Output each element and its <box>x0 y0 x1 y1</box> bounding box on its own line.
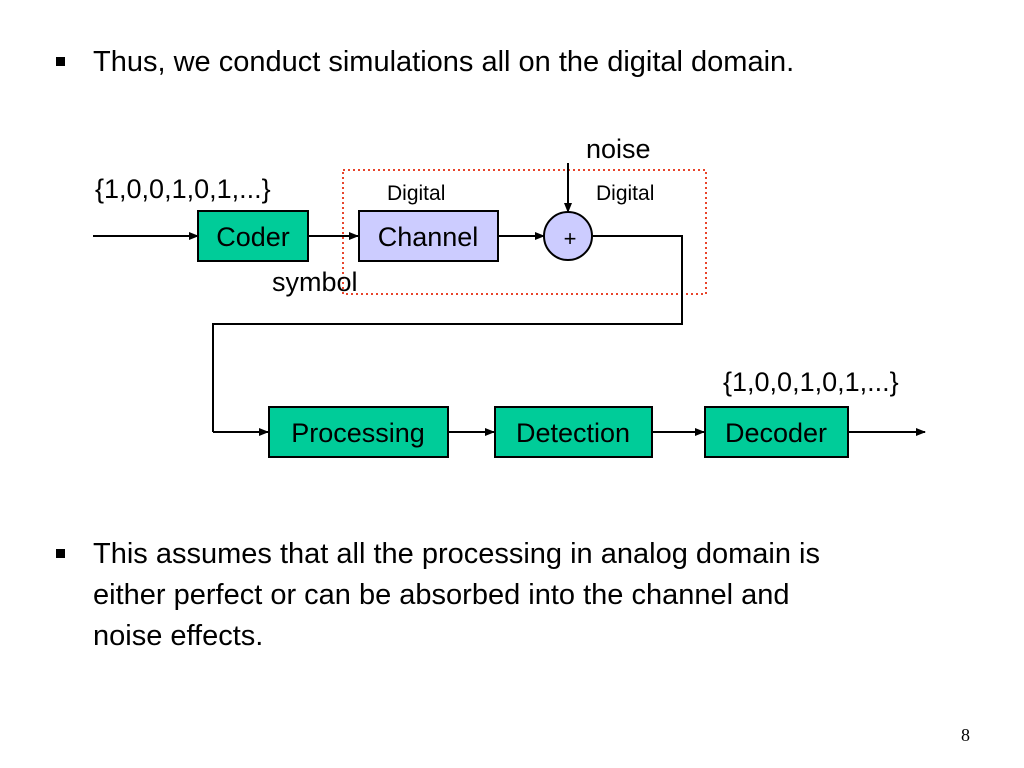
digital-label-left: Digital <box>387 182 445 205</box>
processing-block <box>268 406 449 458</box>
bullet-2-line-2: either perfect or can be absorbed into t… <box>93 579 790 611</box>
decoder-block <box>704 406 849 458</box>
bullet-1-line: Thus, we conduct simulations all on the … <box>93 46 795 78</box>
bullet-marker-1 <box>56 57 65 66</box>
channel-block <box>358 210 499 262</box>
bullet-1: Thus, we conduct simulations all on the … <box>93 42 794 83</box>
bullet-2: This assumes that all the processing in … <box>93 534 820 657</box>
digital-region-box <box>342 169 707 295</box>
bullet-2-line-3: noise effects. <box>93 620 264 652</box>
symbol-label: symbol <box>272 267 358 297</box>
processing-label: Processing <box>291 418 425 448</box>
bullet-2-line-1: This assumes that all the processing in … <box>93 538 820 570</box>
decoder-label: Decoder <box>725 418 827 448</box>
coder-block <box>197 210 309 262</box>
noise-label: noise <box>586 134 651 164</box>
adder-symbol: + <box>564 226 577 251</box>
digital-label-right: Digital <box>596 182 654 205</box>
adder-node <box>543 211 593 261</box>
coder-label: Coder <box>216 222 290 252</box>
detection-label: Detection <box>516 418 630 448</box>
channel-label: Channel <box>378 222 479 252</box>
feedback-path <box>212 235 683 432</box>
detection-block <box>494 406 653 458</box>
page-number: 8 <box>961 725 970 745</box>
input-sequence-label: {1,0,0,1,0,1,...} <box>95 174 271 204</box>
bullet-marker-2 <box>56 549 65 558</box>
output-sequence-label: {1,0,0,1,0,1,...} <box>723 367 899 397</box>
